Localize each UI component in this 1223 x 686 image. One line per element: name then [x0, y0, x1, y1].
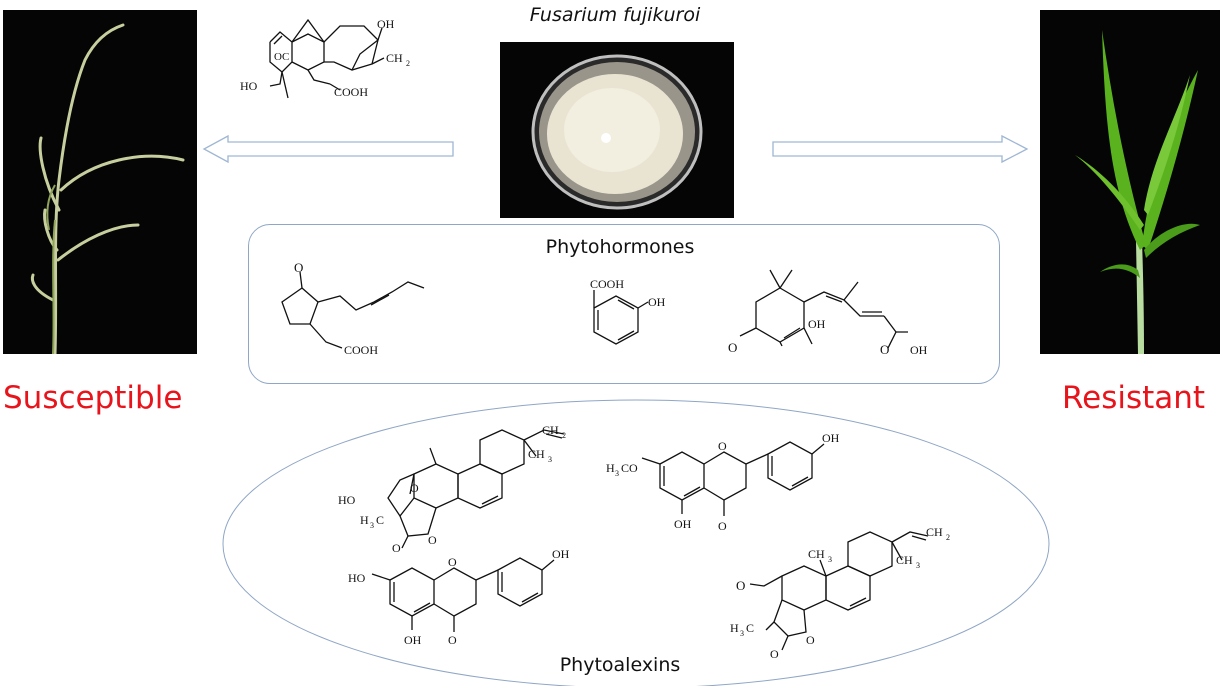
sak-methoxy-co: CO: [621, 461, 638, 475]
nar-ring-o: O: [448, 555, 457, 569]
ory-keto: O: [736, 578, 745, 593]
gibberellin-structure: OH CH 2 HO OC COOH: [240, 17, 410, 99]
ory-h3c-h: H: [730, 621, 739, 635]
ga-methylene-sub: 2: [406, 59, 410, 68]
fungal-colony-illustration: [531, 54, 703, 210]
abscisic-acid-structure: OH O O OH: [728, 269, 928, 357]
mom-methyl: CH: [528, 447, 545, 461]
sak-methoxy-sub: 3: [615, 469, 619, 478]
mom-vinyl-sub: 2: [562, 431, 566, 440]
jasmonic-acid-structure: O COOH: [281, 260, 425, 357]
sa-carboxyl: COOH: [590, 277, 624, 291]
ory-h3c-sub: 3: [740, 629, 744, 638]
ory-vinyl-sub: 2: [946, 533, 950, 542]
sak-ring-o: O: [718, 439, 727, 453]
ory-methyl-mid-sub: 3: [916, 561, 920, 570]
oryzalexin-structure: CH 2 CH 3 CH 3 O H 3 C O O: [730, 525, 950, 660]
sak-oh-bottom: OH: [674, 517, 692, 531]
ory-h3c-c: C: [746, 621, 754, 635]
ory-methyl-top-sub: 3: [828, 555, 832, 564]
sa-hydroxyl: OH: [648, 295, 666, 309]
mom-lactone-o2: O: [428, 533, 437, 547]
resistant-plant-illustration: [1075, 30, 1200, 354]
ja-keto-o: O: [294, 260, 303, 275]
susceptible-plant-photo: [3, 10, 197, 356]
ga-methylene: CH: [386, 51, 403, 65]
ga-carboxyl: COOH: [334, 85, 368, 99]
mom-ho: HO: [338, 493, 356, 507]
ory-lactone-o1: O: [770, 647, 779, 660]
ga-ho-left: HO: [240, 79, 258, 93]
momilactone-structure: CH 2 CH 3 HO H 3 C O O O: [338, 423, 566, 555]
aba-keto: O: [728, 340, 737, 355]
mom-ring-o: O: [410, 481, 419, 495]
salicylic-acid-structure: COOH OH: [590, 277, 666, 345]
mom-h3c-c: C: [376, 513, 384, 527]
ory-vinyl: CH: [926, 525, 943, 539]
mom-methyl-sub: 3: [548, 455, 552, 464]
naringenin-structure: HO OH O OH O: [348, 547, 570, 647]
petri-dish-photo: [500, 42, 734, 218]
sak-methoxy-h: H: [606, 461, 615, 475]
susceptible-label: Susceptible: [3, 380, 183, 416]
ga-oc: OC: [274, 51, 289, 63]
sak-keto: O: [718, 519, 727, 533]
mom-h3c-h: H: [360, 513, 369, 527]
resistant-label: Resistant: [1062, 380, 1206, 416]
phytohormones-title: Phytohormones: [545, 236, 695, 258]
sak-oh-top: OH: [822, 431, 840, 445]
mom-lactone-o1: O: [392, 541, 401, 555]
nar-ho: HO: [348, 571, 366, 585]
nar-oh-top: OH: [552, 547, 570, 561]
mom-vinyl: CH: [542, 423, 559, 437]
mom-h3c-sub: 3: [370, 521, 374, 530]
sakuranetin-structure: H 3 CO OH O OH O: [606, 431, 840, 533]
ory-methyl-mid: CH: [896, 553, 913, 567]
arrow-right: [772, 134, 1029, 164]
phytoalexins-ellipse: [222, 399, 1050, 686]
nar-keto: O: [448, 633, 457, 647]
susceptible-plant-illustration: [30, 23, 185, 356]
phytohormones-box: [248, 224, 1000, 384]
phytoalexins-title: Phytoalexins: [559, 654, 681, 676]
arrow-left: [202, 134, 454, 164]
aba-acid-oh: OH: [910, 343, 928, 357]
ja-carboxyl: COOH: [344, 343, 378, 357]
ory-methyl-top: CH: [808, 547, 825, 561]
resistant-plant-photo: [1040, 10, 1220, 354]
organism-title: Fusarium fujikuroi: [529, 4, 701, 26]
aba-hydroxyl: OH: [808, 317, 826, 331]
ga-oh-top: OH: [377, 17, 395, 31]
aba-acid-o: O: [880, 342, 889, 357]
ory-lactone-o2: O: [806, 633, 815, 647]
nar-oh-bottom: OH: [404, 633, 422, 647]
